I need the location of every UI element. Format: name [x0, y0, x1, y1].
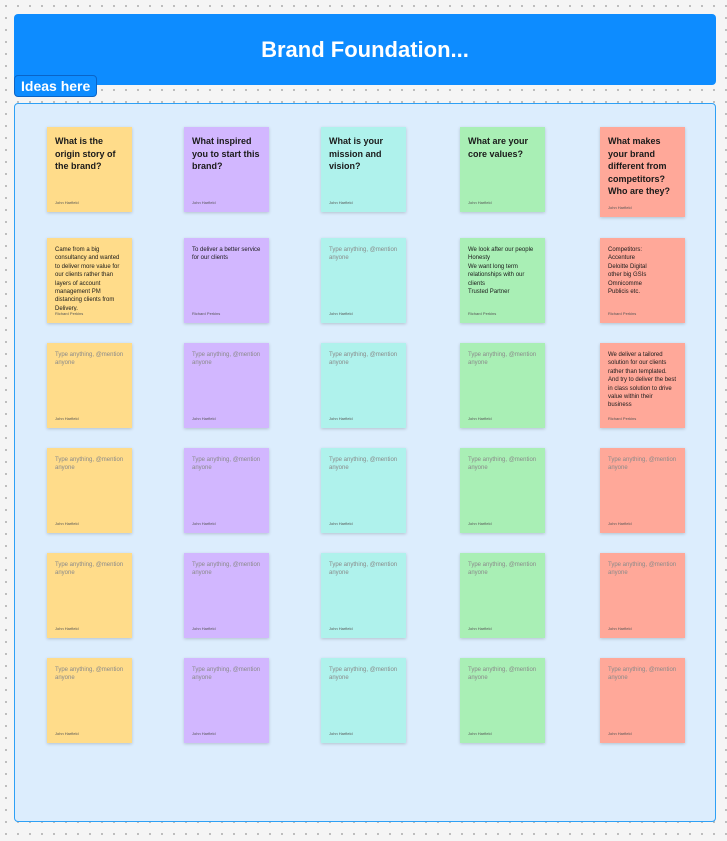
- note-placeholder: Type anything, @mention anyone: [192, 457, 261, 472]
- note-author: Richard Perkins: [468, 311, 497, 316]
- note-placeholder: Type anything, @mention anyone: [468, 457, 537, 472]
- note-question: What is your mission and vision?: [329, 136, 384, 171]
- note-placeholder: Type anything, @mention anyone: [608, 457, 677, 472]
- ideas-section[interactable]: What is the origin story of the brand? Jo…: [14, 103, 716, 822]
- note-question: What is the origin story of the brand?: [55, 136, 116, 171]
- note-author: Richard Perkins: [55, 311, 84, 316]
- note-placeholder: Type anything, @mention anyone: [192, 352, 261, 367]
- note-placeholder: Type anything, @mention anyone: [55, 457, 124, 472]
- board-title: Brand Foundation...: [261, 36, 469, 62]
- note-placeholder: Type anything, @mention anyone: [608, 667, 677, 682]
- note-placeholder: Type anything, @mention anyone: [468, 352, 537, 367]
- note-placeholder: Type anything, @mention anyone: [55, 667, 124, 682]
- note-author: John Harfield: [329, 731, 353, 736]
- note-text: We look after our people Honesty We want…: [468, 247, 534, 296]
- note-placeholder: Type anything, @mention anyone: [608, 562, 677, 577]
- note-question: What inspired you to start this brand?: [192, 136, 260, 171]
- note-author: John Harfield: [468, 200, 492, 205]
- board-title-banner[interactable]: Brand Foundation...: [14, 14, 716, 85]
- note-question: What makes your brand different from com…: [608, 136, 671, 196]
- note-placeholder: Type anything, @mention anyone: [468, 562, 537, 577]
- note-author: John Harfield: [468, 416, 492, 421]
- sticky-note[interactable]: What is your mission and vision? John Har…: [321, 127, 406, 212]
- sticky-note[interactable]: We look after our people Honesty We want…: [460, 238, 545, 323]
- note-placeholder: Type anything, @mention anyone: [329, 562, 398, 577]
- note-author: John Harfield: [329, 200, 353, 205]
- note-author: John Harfield: [55, 416, 79, 421]
- note-author: Richard Perkins: [192, 311, 221, 316]
- note-author: John Harfield: [192, 200, 216, 205]
- note-author: John Harfield: [608, 731, 632, 736]
- note-author: John Harfield: [329, 626, 353, 631]
- sticky-note[interactable]: Came from a big consultancy and wanted t…: [47, 238, 132, 323]
- section-label[interactable]: Ideas here: [14, 75, 98, 97]
- sticky-note[interactable]: What inspired you to start this brand? Jo…: [184, 127, 269, 212]
- sticky-note[interactable]: What are your core values? John Harfield: [460, 127, 545, 212]
- note-text: Competitors: Accenture Deloitte Digital …: [608, 247, 647, 296]
- note-author: John Harfield: [192, 731, 216, 736]
- sticky-note[interactable]: We deliver a tailored solution for our c…: [600, 343, 685, 428]
- note-author: John Harfield: [608, 521, 632, 526]
- note-placeholder: Type anything, @mention anyone: [468, 667, 537, 682]
- note-author: John Harfield: [329, 311, 353, 316]
- sticky-note[interactable]: What makes your brand different from com…: [600, 127, 685, 217]
- note-placeholder: Type anything, @mention anyone: [192, 562, 261, 577]
- note-question: What are your core values?: [468, 136, 529, 159]
- note-author: John Harfield: [55, 626, 79, 631]
- sticky-note[interactable]: To deliver a better service for our clie…: [184, 238, 269, 323]
- note-placeholder: Type anything, @mention anyone: [329, 247, 398, 262]
- note-author: John Harfield: [192, 521, 216, 526]
- note-placeholder: Type anything, @mention anyone: [55, 352, 124, 367]
- note-author: John Harfield: [608, 626, 632, 631]
- note-author: John Harfield: [55, 521, 79, 526]
- note-placeholder: Type anything, @mention anyone: [329, 667, 398, 682]
- note-author: John Harfield: [468, 626, 492, 631]
- note-author: John Harfield: [192, 626, 216, 631]
- sticky-note[interactable]: Competitors: Accenture Deloitte Digital …: [600, 238, 685, 323]
- note-author: Richard Perkins: [608, 416, 637, 421]
- note-author: John Harfield: [468, 521, 492, 526]
- note-author: John Harfield: [608, 205, 632, 210]
- note-text: We deliver a tailored solution for our c…: [608, 352, 677, 409]
- sticky-note[interactable]: What is the origin story of the brand? Jo…: [47, 127, 132, 212]
- note-author: John Harfield: [55, 731, 79, 736]
- note-author: John Harfield: [55, 200, 79, 205]
- note-author: John Harfield: [329, 416, 353, 421]
- note-text: Came from a big consultancy and wanted t…: [55, 247, 120, 311]
- note-author: Richard Perkins: [608, 311, 637, 316]
- note-text: To deliver a better service for our clie…: [192, 247, 261, 262]
- note-placeholder: Type anything, @mention anyone: [55, 562, 124, 577]
- note-author: John Harfield: [192, 416, 216, 421]
- note-author: John Harfield: [468, 731, 492, 736]
- note-placeholder: Type anything, @mention anyone: [329, 457, 398, 472]
- note-placeholder: Type anything, @mention anyone: [329, 352, 398, 367]
- note-author: John Harfield: [329, 521, 353, 526]
- note-placeholder: Type anything, @mention anyone: [192, 667, 261, 682]
